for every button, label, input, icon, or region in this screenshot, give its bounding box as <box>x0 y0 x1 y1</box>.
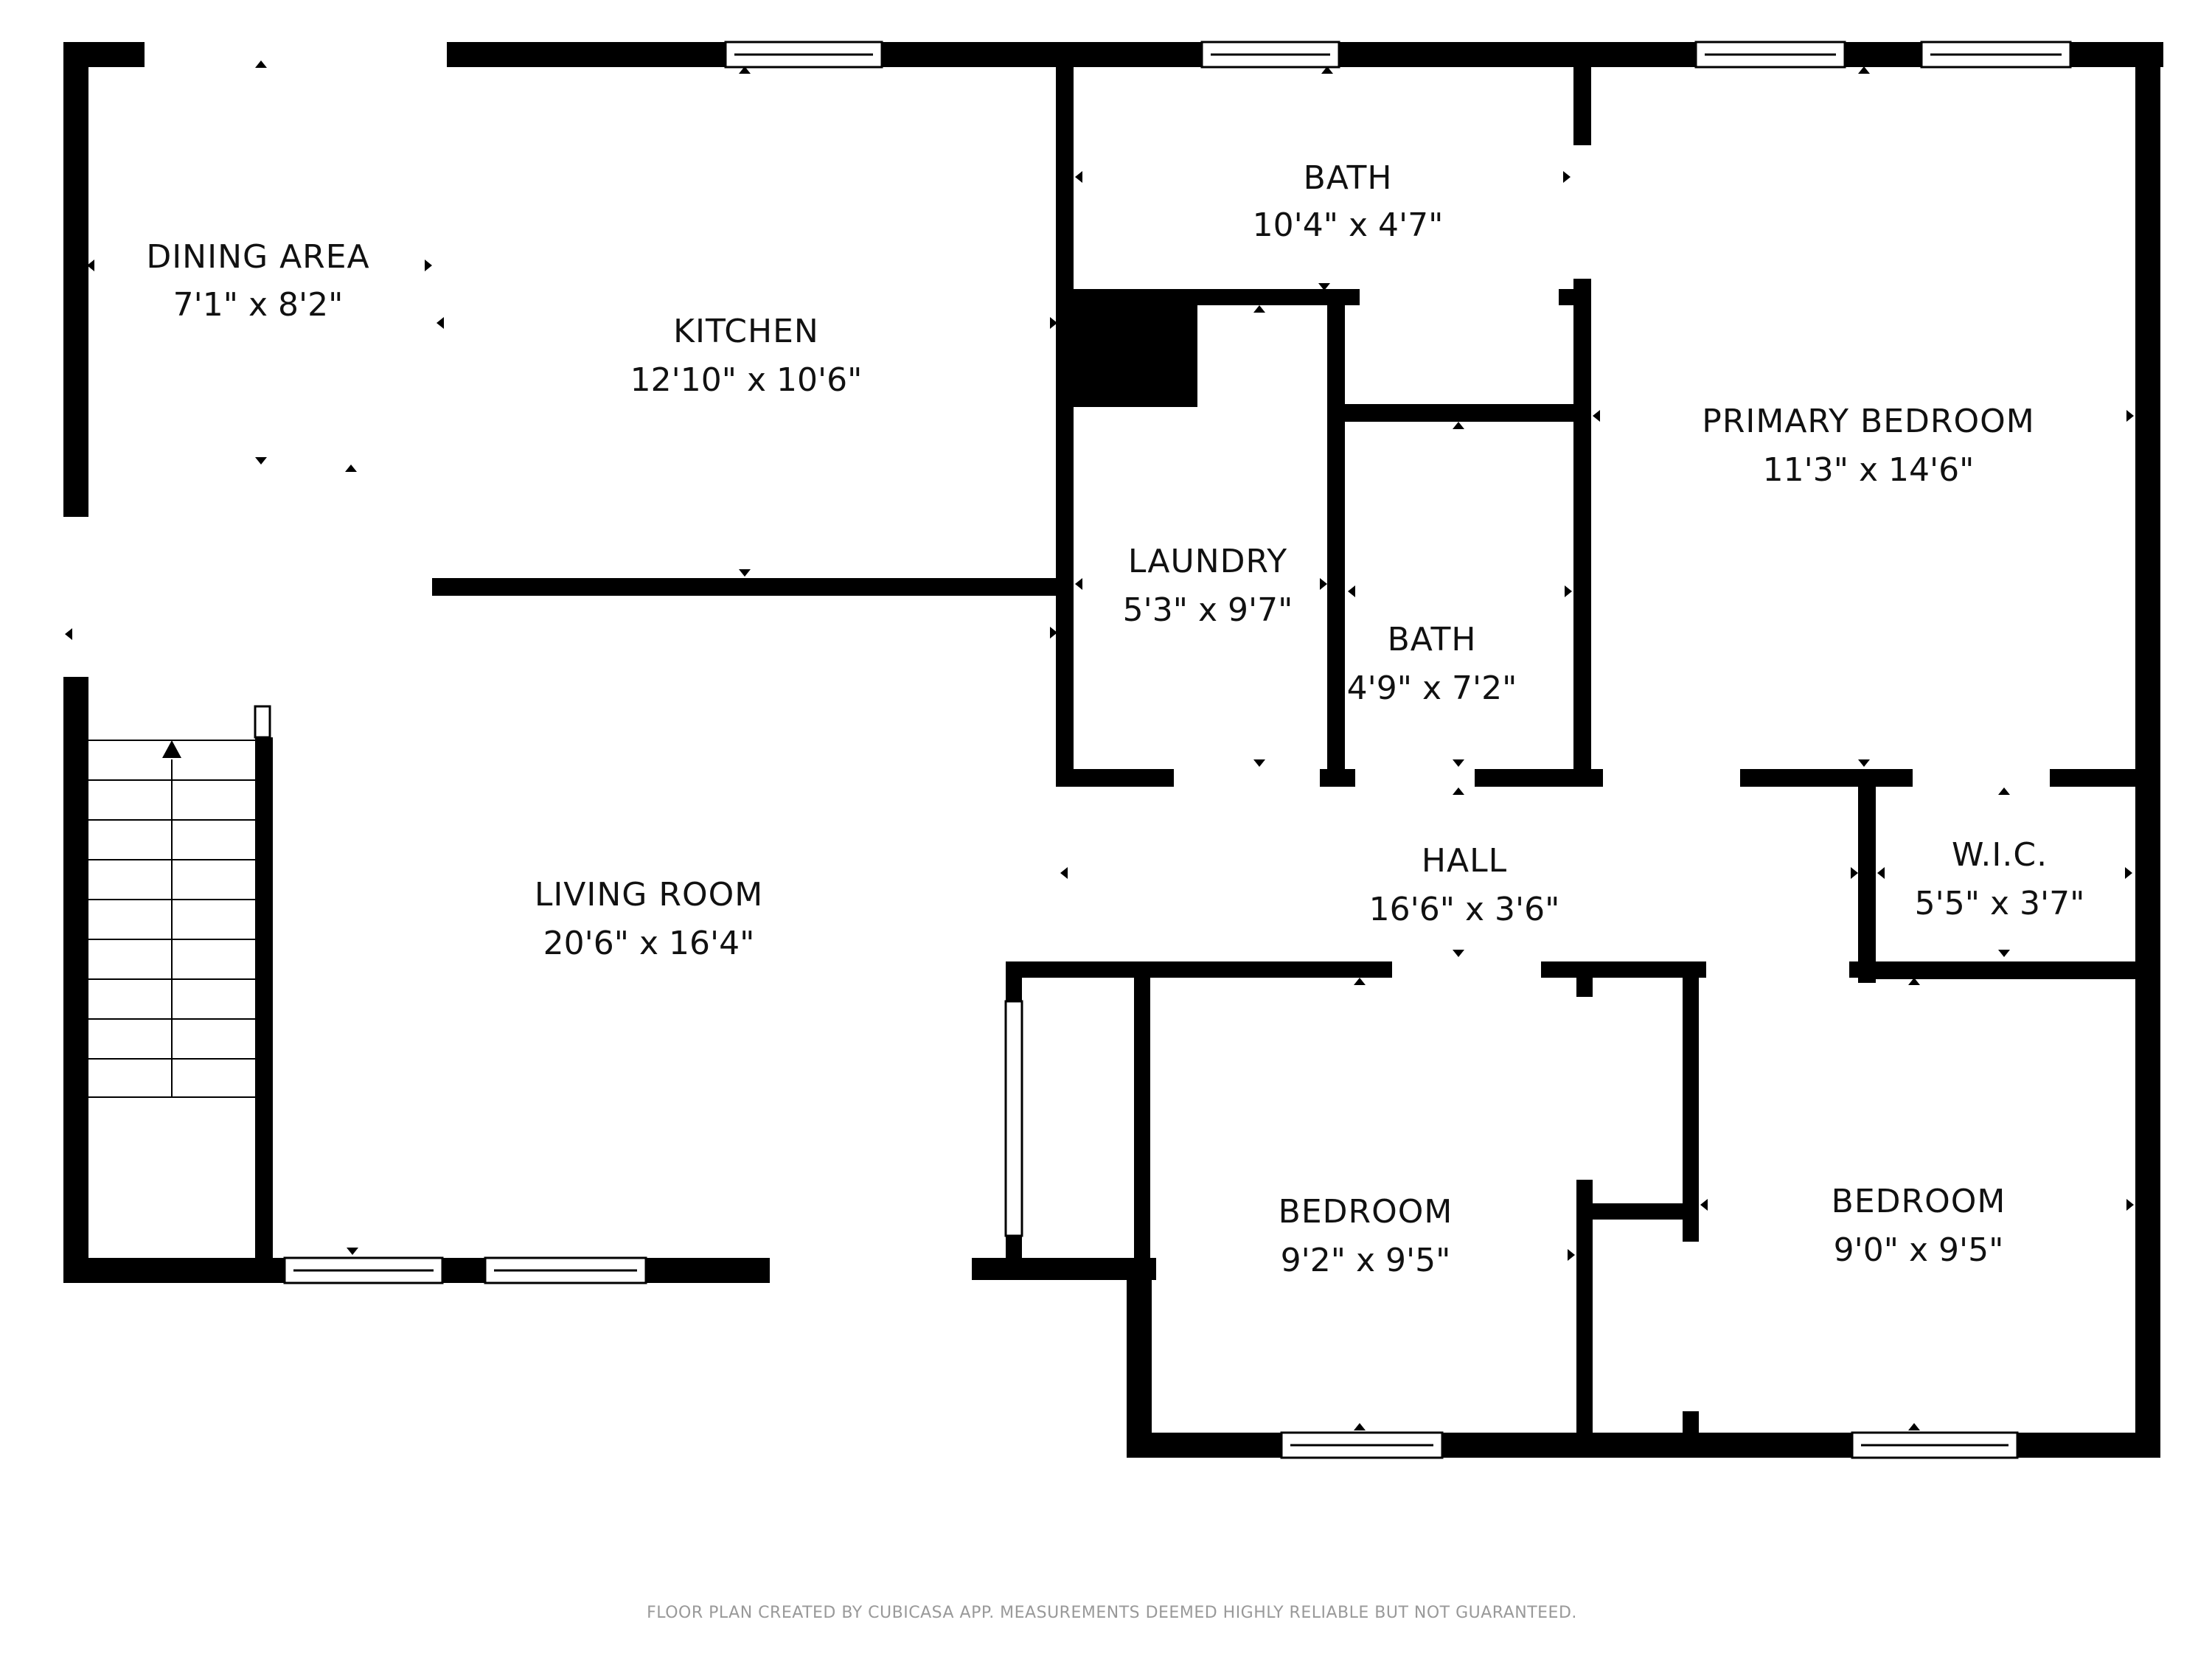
wall-bottom-left-3 <box>646 1258 770 1283</box>
wall-closet <box>1327 404 1578 422</box>
window-top-bath <box>1200 41 1340 69</box>
wall-closet-right-base <box>1683 1411 1699 1458</box>
window-top-primary-1 <box>1694 41 1846 69</box>
wall-hall-top-1 <box>1056 769 1174 787</box>
wall-bath-primary-upper <box>1573 42 1591 145</box>
stairs <box>88 740 255 1098</box>
primary-bedroom-name: PRIMARY BEDROOM <box>1702 403 2034 440</box>
stair-post <box>254 705 271 739</box>
hall-name: HALL <box>1422 842 1507 880</box>
wall-bed-divider-lower <box>1576 1180 1593 1458</box>
walls <box>63 42 2163 1458</box>
wall-hall-bottom-2 <box>1541 961 1706 978</box>
wall-bay-base <box>972 1258 1156 1280</box>
wall-hall-top-2 <box>1320 769 1355 787</box>
wall-top-4 <box>1339 42 1696 67</box>
wall-bed-divider-upper <box>1576 961 1593 997</box>
wall-center-vertical <box>1056 42 1074 787</box>
dining-area-dims: 7'1" x 8'2" <box>173 286 344 324</box>
bath-top-dims: 10'4" x 4'7" <box>1253 206 1444 244</box>
wall-bay-top <box>1006 961 1022 1001</box>
wall-left-lower <box>63 677 88 1283</box>
bedroom-right-dims: 9'0" x 9'5" <box>1834 1231 2004 1269</box>
chimney <box>1074 289 1197 407</box>
wic-name: W.I.C. <box>1952 836 2048 874</box>
wall-closet-right <box>1683 961 1699 1242</box>
living-room-name: LIVING ROOM <box>535 876 763 914</box>
wall-bath-top-bottom-1 <box>1074 289 1360 305</box>
bath-mid-dims: 4'9" x 7'2" <box>1347 669 1517 707</box>
wall-kitchen-living <box>432 578 1066 596</box>
window-top-kitchen <box>724 41 883 69</box>
window-top-primary-2 <box>1920 41 2072 69</box>
windows <box>254 41 2072 1459</box>
window-bottom-bed-left <box>1280 1431 1444 1459</box>
bath-mid-name: BATH <box>1388 621 1477 658</box>
window-bay <box>1004 1000 1023 1237</box>
wall-top-3 <box>882 42 1202 67</box>
footer-disclaimer: FLOOR PLAN CREATED BY CUBICASA APP. MEAS… <box>647 1604 1577 1622</box>
stair-arrow-icon <box>162 740 181 758</box>
window-bottom-living-1 <box>283 1256 444 1284</box>
wall-bottom-1 <box>1127 1433 1281 1458</box>
wall-bed-left-outer <box>1127 1258 1152 1458</box>
bath-top-name: BATH <box>1304 159 1393 197</box>
kitchen-name: KITCHEN <box>673 313 819 350</box>
wall-right <box>2135 42 2160 1458</box>
wall-bottom-left-1 <box>63 1258 285 1283</box>
wall-bed-left-inner <box>1134 961 1150 1258</box>
wall-hall-bottom-1 <box>1006 961 1392 978</box>
window-bottom-living-2 <box>484 1256 647 1284</box>
wall-hall-top-4 <box>1740 769 1913 787</box>
room-labels: DINING AREA 7'1" x 8'2" KITCHEN 12'10" x… <box>146 159 2084 1279</box>
bedroom-left-dims: 9'2" x 9'5" <box>1281 1242 1451 1279</box>
wall-hall-top-3 <box>1475 769 1603 787</box>
wall-bath-primary-lower <box>1573 279 1591 787</box>
wall-top-2 <box>447 42 726 67</box>
wall-top-5 <box>1845 42 1921 67</box>
wall-wic-bottom <box>1858 961 2160 979</box>
wall-bottom-left-2 <box>442 1258 485 1283</box>
wall-stair <box>255 737 273 1283</box>
window-bottom-bed-right <box>1851 1431 2019 1459</box>
hall-dims: 16'6" x 3'6" <box>1369 891 1560 928</box>
wall-left-upper <box>63 42 88 517</box>
wall-bottom-2 <box>1442 1433 1852 1458</box>
wall-bottom-3 <box>2017 1433 2160 1458</box>
wic-dims: 5'5" x 3'7" <box>1915 885 2085 922</box>
wall-closet-shelf <box>1576 1203 1699 1220</box>
primary-bedroom-dims: 11'3" x 14'6" <box>1763 451 1975 489</box>
bedroom-right-name: BEDROOM <box>1832 1183 2006 1220</box>
kitchen-dims: 12'10" x 10'6" <box>630 361 863 399</box>
wall-hall-bottom-3 <box>1849 961 1879 978</box>
living-room-dims: 20'6" x 16'4" <box>543 925 755 962</box>
wall-wic-left <box>1858 769 1876 983</box>
dining-area-name: DINING AREA <box>146 238 369 276</box>
dimension-ticks <box>65 60 2134 1430</box>
wall-laundry-bath <box>1327 289 1345 787</box>
laundry-dims: 5'3" x 9'7" <box>1123 591 1293 629</box>
bedroom-left-name: BEDROOM <box>1279 1193 1453 1231</box>
wall-hall-top-5 <box>2050 769 2160 787</box>
laundry-name: LAUNDRY <box>1128 543 1287 580</box>
